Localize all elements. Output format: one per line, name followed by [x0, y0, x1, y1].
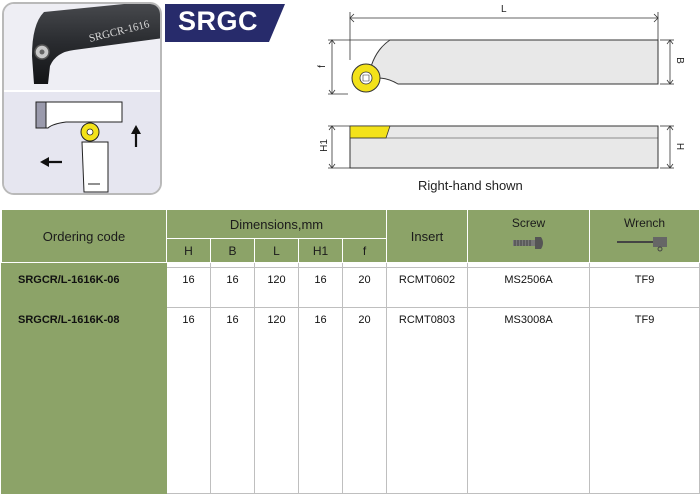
product-badge-shape	[165, 4, 285, 42]
cell-insert: RCMT0803	[386, 307, 469, 494]
cell-screw: MS2506A	[467, 267, 591, 308]
header-col-B: B	[210, 238, 255, 263]
ordering-code-cell: SRGCR/L-1616K-06	[1, 267, 167, 308]
header-col-f: f	[341, 238, 388, 263]
cell-L: 120	[254, 267, 299, 308]
header-col-L: L	[254, 238, 299, 263]
dim-label-f: f	[316, 65, 328, 68]
technical-drawing	[328, 12, 674, 169]
header-screw: Screw	[467, 209, 591, 263]
cell-wrench: TF9	[589, 267, 700, 308]
cell-insert: RCMT0602	[386, 267, 469, 308]
application-diagram	[4, 92, 160, 193]
dim-label-H1: H1	[318, 139, 330, 152]
header-insert: Insert	[386, 209, 469, 263]
table-row: SRGCR/L-1616K-06 16 16 120 16 20 RCMT060…	[1, 267, 700, 308]
header-col-H1: H1	[298, 238, 343, 263]
dim-label-L: L	[501, 4, 507, 15]
header-wrench-label: Wrench	[623, 216, 666, 230]
tool-holder-photo: SRGCR-1616	[32, 4, 160, 84]
header-col-H: H	[166, 238, 211, 263]
cell-H: 16	[166, 267, 211, 308]
tool-photo: SRGCR-1616	[4, 4, 160, 90]
product-photo-card: SRGCR-1616	[2, 2, 162, 195]
cell-f: 20	[341, 267, 388, 308]
screw-icon	[512, 237, 543, 249]
cell-B: 16	[210, 307, 255, 494]
header-wrench: Wrench	[589, 209, 700, 263]
ordering-table: Ordering code Dimensions,mm Insert Screw…	[1, 209, 700, 494]
caption-right-hand: Right-hand shown	[418, 178, 523, 193]
cell-H1: 16	[298, 267, 343, 308]
product-badge: SRGC	[178, 6, 259, 36]
cell-H1: 16	[298, 307, 343, 494]
dim-label-B: B	[673, 57, 685, 64]
cell-B: 16	[210, 267, 255, 308]
cell-f: 20	[341, 307, 388, 494]
cell-wrench: TF9	[589, 307, 700, 494]
header-dimensions: Dimensions,mm	[165, 209, 388, 239]
cell-screw: MS3008A	[467, 307, 591, 494]
header-screw-label: Screw	[511, 216, 546, 230]
header-ordering-code: Ordering code	[1, 209, 167, 263]
table-row: SRGCR/L-1616K-08 16 16 120 16 20 RCMT080…	[1, 307, 700, 494]
dim-label-H: H	[674, 142, 686, 151]
wrench-icon	[616, 237, 667, 252]
cell-H: 16	[166, 307, 211, 494]
cell-L: 120	[254, 307, 299, 494]
ordering-code-cell: SRGCR/L-1616K-08	[1, 307, 167, 494]
